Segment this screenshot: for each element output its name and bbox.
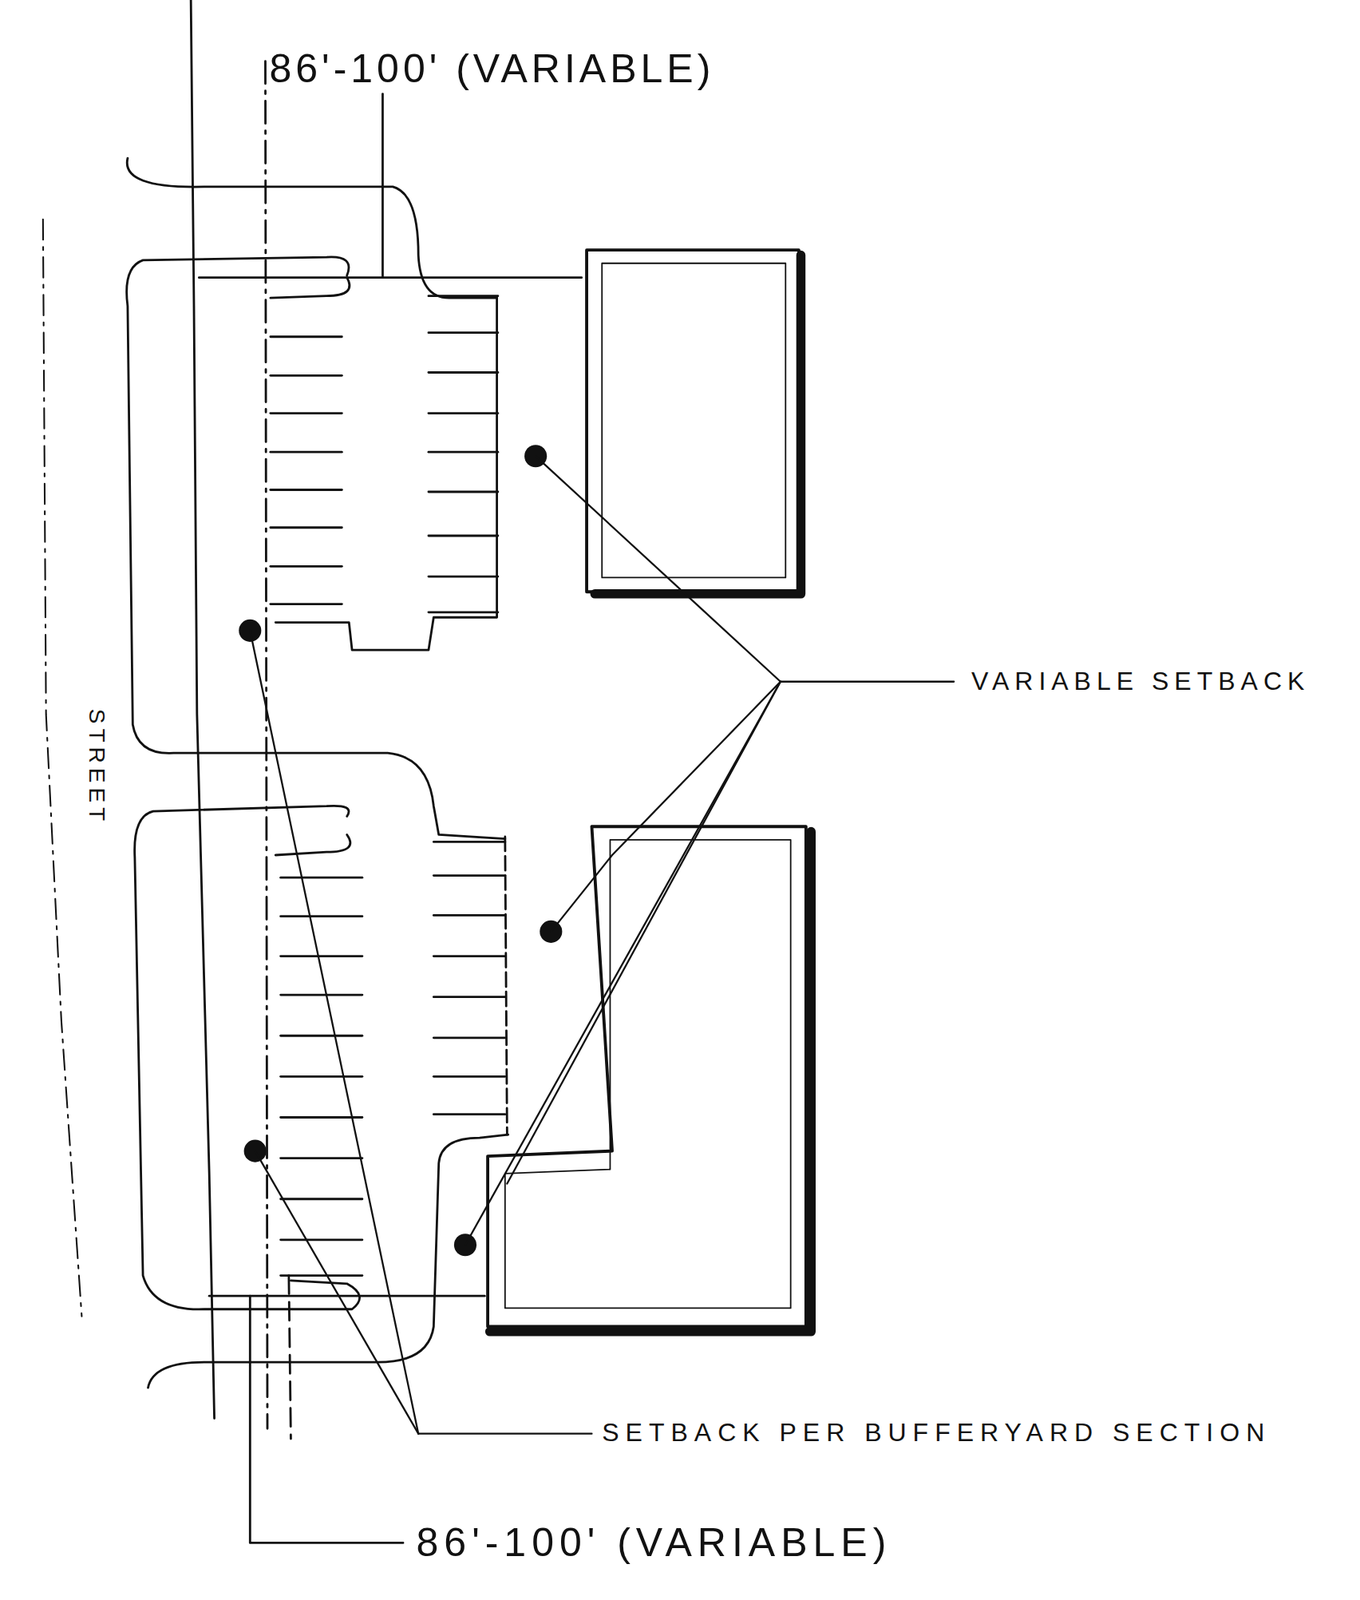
stall-line: [270, 488, 342, 491]
dimension-label: 86'-100' (VARIABLE): [416, 1522, 893, 1562]
stall-line: [270, 450, 342, 454]
stall-line: [428, 371, 499, 374]
stall-line: [270, 602, 342, 605]
stall-line: [280, 876, 363, 879]
stall-line: [428, 490, 499, 494]
stall-line: [428, 450, 499, 454]
drive-aisle: [270, 277, 350, 299]
dimension-leader: [249, 1295, 404, 1542]
stall-line: [428, 610, 499, 613]
stall-line: [433, 1112, 505, 1115]
dimension-line: [198, 276, 582, 279]
street-label: STREET: [85, 708, 108, 826]
stall-line: [428, 575, 499, 578]
setback-line: [264, 61, 268, 1429]
setback-line: [288, 1275, 292, 1439]
stall-line: [433, 840, 505, 843]
stall-line: [280, 993, 363, 997]
lot-edge: [275, 297, 497, 650]
stall-line: [270, 411, 342, 415]
stall-line: [433, 954, 505, 957]
drive-aisle: [126, 256, 506, 839]
stall-line: [280, 1075, 363, 1078]
leader-line: [465, 455, 954, 1245]
callout-dot: [238, 444, 562, 1256]
stall-line: [270, 335, 342, 338]
callout-label: VARIABLE SETBACK: [971, 668, 1310, 694]
leader-line: [249, 630, 592, 1434]
stall-line: [280, 1034, 363, 1037]
drive-aisle: [275, 834, 351, 855]
stall-line: [280, 1156, 363, 1159]
dimension-leader: [381, 94, 384, 278]
building: [487, 826, 811, 1332]
stall-line: [280, 954, 363, 957]
stall-line: [428, 331, 499, 334]
stall-line: [280, 1237, 363, 1241]
stall-line: [428, 534, 499, 538]
stall-line: [270, 525, 342, 529]
drive-aisle: [147, 1134, 508, 1388]
stall-line: [433, 873, 505, 877]
stall-line: [280, 1115, 363, 1119]
stall-line: [433, 995, 505, 998]
lot-edge: [505, 836, 508, 1135]
stall-line: [270, 374, 342, 377]
stall-line: [428, 411, 499, 415]
street-edge: [43, 219, 83, 1317]
stall-line: [433, 1035, 505, 1039]
parking-stalls: [270, 296, 506, 1276]
stall-line: [428, 294, 499, 297]
stall-line: [433, 913, 505, 917]
stall-line: [280, 1197, 363, 1200]
stall-line: [280, 914, 363, 918]
stall-line: [280, 1273, 363, 1277]
drive-aisle: [134, 805, 360, 1309]
dimension-label: 86'-100' (VARIABLE): [268, 48, 715, 89]
stall-line: [270, 565, 342, 568]
stall-line: [433, 1075, 505, 1078]
callout-label: SETBACK PER BUFFERYARD SECTION: [601, 1419, 1271, 1445]
property-line: [190, 0, 214, 1419]
building: [586, 249, 801, 594]
